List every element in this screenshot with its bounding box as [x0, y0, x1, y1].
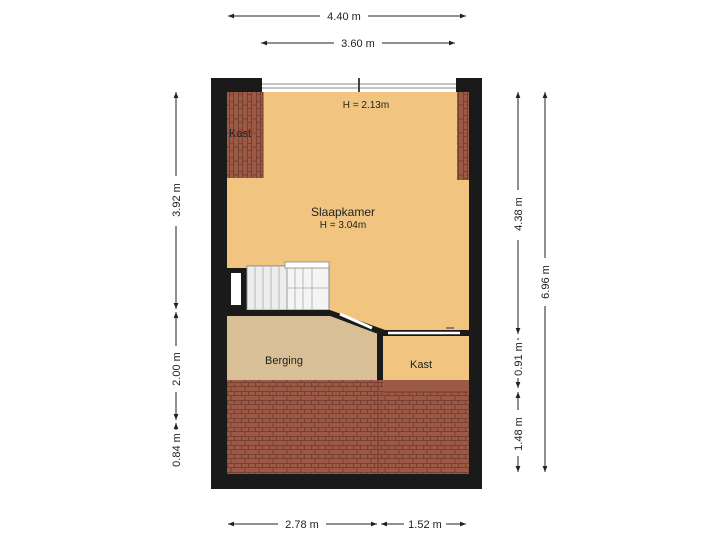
roof-tiles-top-left — [227, 92, 263, 178]
kast-bottom-label: Kast — [410, 359, 432, 371]
dim-right-inner-bottom-text: 1.48 m — [513, 417, 525, 451]
kast-top-label: Kast — [229, 128, 251, 140]
slaapkamer-label: Slaapkamer — [311, 205, 375, 219]
dim-top-outer-text: 4.40 m — [327, 11, 361, 23]
dim-bottom-right-text: 1.52 m — [408, 519, 442, 531]
dim-right-inner-top-text: 4.38 m — [513, 197, 525, 231]
dim-bottom-left: 2.78 m — [228, 519, 377, 531]
dim-right-outer: 6.96 m — [540, 92, 552, 472]
dim-left-bottom: 0.84 m — [171, 423, 183, 467]
dim-left-top: 3.92 m — [171, 92, 183, 309]
dim-right-inner-bottom: 1.48 m — [513, 392, 525, 472]
dim-top-inner: 3.60 m — [261, 38, 455, 50]
dim-left-top-text: 3.92 m — [171, 183, 183, 217]
dim-right-inner-mid-text: 0.91 m — [513, 342, 525, 376]
dim-bottom-left-text: 2.78 m — [285, 519, 319, 531]
top-height-label: H = 2.13m — [343, 100, 389, 111]
roof-tiles-top-right — [457, 92, 469, 180]
berging-floor — [227, 316, 378, 380]
berging-label: Berging — [265, 355, 303, 367]
dim-left-mid-text: 2.00 m — [171, 352, 183, 386]
dim-left-mid: 2.00 m — [171, 312, 183, 420]
dim-top-outer: 4.40 m — [228, 11, 466, 23]
staircase — [246, 261, 330, 311]
dim-top-inner-text: 3.60 m — [341, 38, 375, 50]
roof-tiles-bottom — [227, 380, 469, 474]
dim-left-bottom-text: 0.84 m — [171, 433, 183, 467]
dim-right-outer-text: 6.96 m — [540, 265, 552, 299]
slaapkamer-height-label: H = 3.04m — [320, 220, 366, 231]
kast-bottom-floor — [383, 336, 469, 380]
dim-right-inner-mid: 0.91 m — [513, 338, 525, 388]
dim-bottom-right: 1.52 m — [381, 519, 466, 531]
dim-right-inner-top: 4.38 m — [513, 92, 525, 334]
